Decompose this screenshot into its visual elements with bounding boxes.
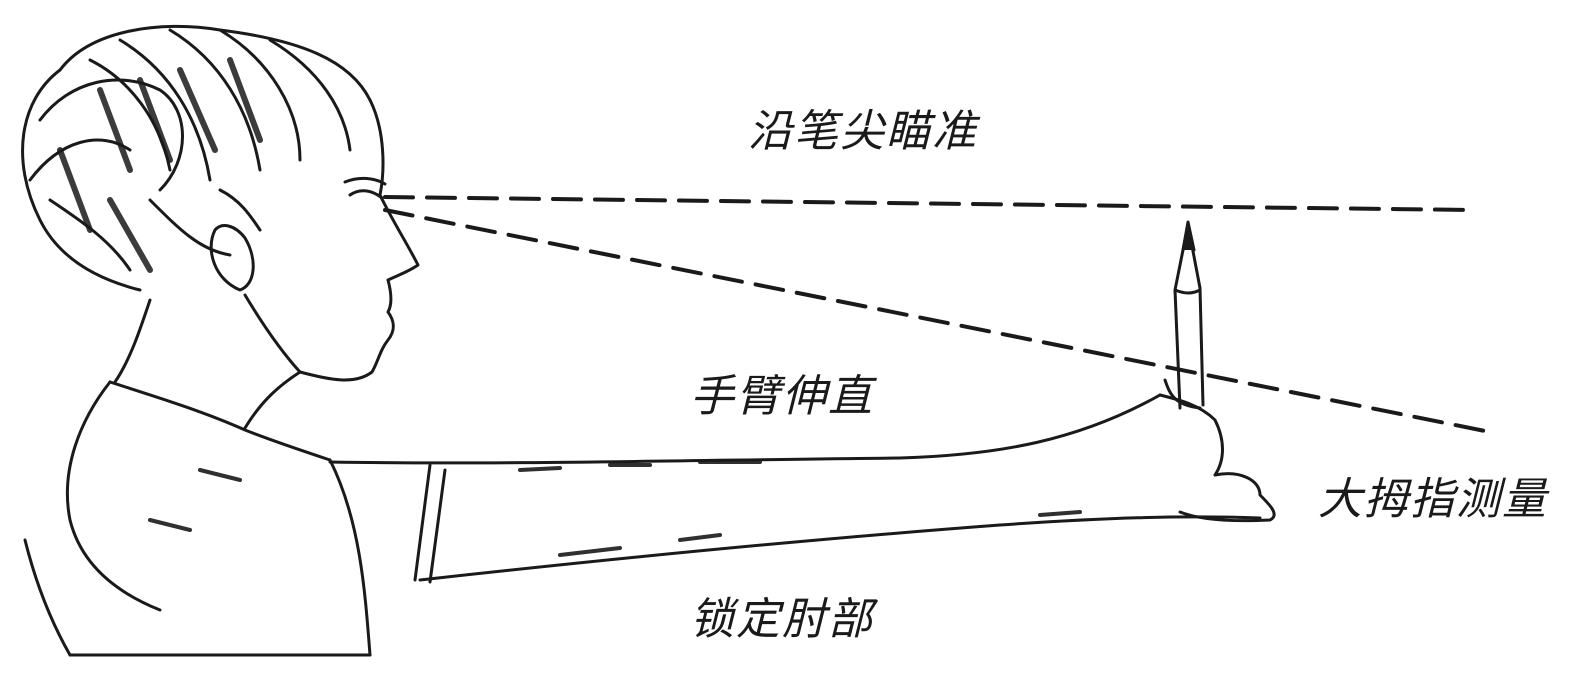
hand (1158, 393, 1276, 523)
neck-back (113, 298, 152, 384)
collar (108, 380, 332, 462)
pencil-icon (1173, 220, 1205, 410)
face-profile (298, 98, 420, 382)
arm-bottom (418, 515, 1262, 582)
sight-line-bottom (383, 208, 1492, 434)
torso-left (23, 538, 72, 657)
hair (21, 24, 372, 292)
sight-line-top (383, 195, 1474, 212)
ear (209, 224, 255, 292)
label-aim-along-pencil-tip: 沿笔尖瞄准 (748, 106, 978, 157)
sleeve (413, 463, 447, 584)
hair-shading (57, 57, 263, 273)
arm-top (328, 393, 1162, 465)
neck-front (243, 370, 302, 430)
arm-texture (148, 460, 1082, 557)
jaw (243, 293, 302, 374)
thumb (1163, 378, 1202, 410)
label-arm-straight: 手臂伸直 (690, 371, 874, 422)
chest (328, 458, 372, 657)
brow (343, 176, 387, 186)
shoulder (65, 380, 162, 612)
eye (348, 189, 384, 200)
label-thumb-measure: 大拇指测量 (1318, 474, 1548, 525)
label-lock-elbow: 锁定肘部 (690, 594, 874, 645)
